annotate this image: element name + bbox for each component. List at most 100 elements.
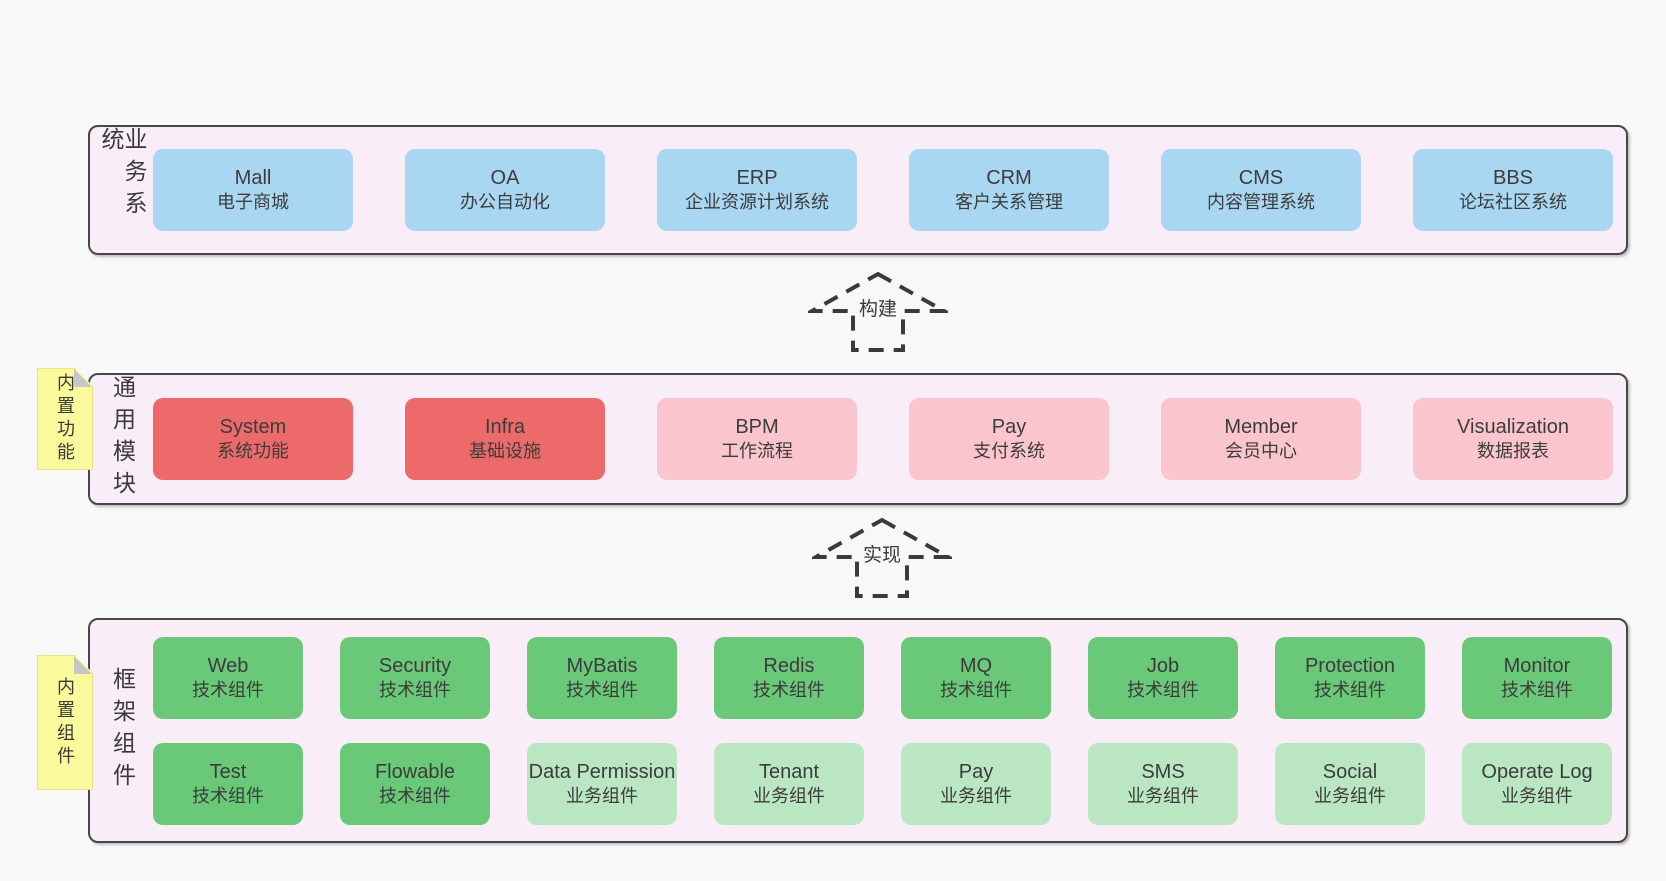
node-desc: 业务组件 [753, 785, 825, 806]
node-desc: 客户关系管理 [955, 192, 1063, 213]
arrow-implement-label: 实现 [859, 540, 905, 567]
node-visualization: Visualization 数据报表 [1413, 398, 1613, 480]
node-name: MyBatis [566, 654, 638, 677]
node-job: Job 技术组件 [1088, 636, 1238, 719]
node-desc: 业务组件 [1314, 785, 1386, 806]
layer-business-label: 业务系统 [98, 127, 147, 223]
node-name: BPM [735, 416, 779, 439]
node-test: Test 技术组件 [153, 742, 303, 825]
node-name: MQ [959, 654, 993, 677]
sticky-note-builtin-features: 内置功能 [37, 368, 93, 470]
node-bbs: BBS 论坛社区系统 [1413, 149, 1613, 231]
node-desc: 业务组件 [566, 785, 638, 806]
node-name: BBS [1492, 167, 1534, 190]
up-block-arrow-icon [808, 271, 948, 352]
node-name: Job [1146, 654, 1180, 677]
node-desc: 支付系统 [973, 441, 1045, 462]
node-desc: 电子商城 [217, 192, 289, 213]
node-desc: 技术组件 [1314, 679, 1386, 700]
node-desc: 技术组件 [379, 785, 451, 806]
node-pay-system: Pay 支付系统 [909, 398, 1109, 480]
node-desc: 技术组件 [192, 785, 264, 806]
node-desc: 技术组件 [1501, 679, 1573, 700]
node-desc: 业务组件 [940, 785, 1012, 806]
node-name: CMS [1238, 167, 1284, 190]
node-name: Pay [958, 760, 994, 783]
sticky-note-builtin-components: 内置组件 [37, 655, 93, 790]
node-tenant: Tenant 业务组件 [714, 742, 864, 825]
node-pay-component: Pay 业务组件 [901, 742, 1051, 825]
node-desc: 技术组件 [566, 679, 638, 700]
node-name: Protection [1304, 654, 1396, 677]
node-mybatis: MyBatis 技术组件 [527, 636, 677, 719]
node-mall: Mall 电子商城 [153, 149, 353, 231]
node-crm: CRM 客户关系管理 [909, 149, 1109, 231]
node-monitor: Monitor 技术组件 [1462, 636, 1612, 719]
node-name: CRM [986, 167, 1032, 190]
node-name: Redis [763, 654, 815, 677]
up-block-arrow-icon [812, 517, 952, 598]
node-desc: 系统功能 [217, 441, 289, 462]
node-name: Flowable [374, 760, 456, 783]
node-flowable: Flowable 技术组件 [340, 742, 490, 825]
node-sms: SMS 业务组件 [1088, 742, 1238, 825]
node-name: OA [490, 167, 520, 190]
node-desc: 论坛社区系统 [1459, 192, 1567, 213]
node-infra: Infra 基础设施 [405, 398, 605, 480]
layer-business-systems: 业务系统 Mall 电子商城 OA 办公自动化 ERP 企业资源计划系统 CRM [88, 125, 1628, 255]
node-name: SMS [1141, 760, 1185, 783]
node-desc: 数据报表 [1477, 441, 1549, 462]
framework-boxes: Web 技术组件 Security 技术组件 MyBatis 技术组件 Redi… [153, 620, 1626, 841]
node-name: Operate Log [1481, 760, 1593, 783]
arrow-build: 构建 [808, 271, 948, 353]
node-desc: 技术组件 [192, 679, 264, 700]
node-desc: 基础设施 [469, 441, 541, 462]
node-mq: MQ 技术组件 [901, 636, 1051, 719]
layer-framework-components: 框架组件 Web 技术组件 Security 技术组件 MyBatis 技术组件… [88, 618, 1628, 843]
node-desc: 技术组件 [940, 679, 1012, 700]
node-member: Member 会员中心 [1161, 398, 1361, 480]
node-name: Monitor [1503, 654, 1571, 677]
node-desc: 办公自动化 [460, 192, 550, 213]
node-name: Social [1322, 760, 1378, 783]
node-name: Tenant [758, 760, 820, 783]
node-desc: 企业资源计划系统 [685, 192, 829, 213]
layer-framework-label: 框架组件 [109, 666, 136, 795]
node-name: Web [207, 654, 249, 677]
module-boxes: System 系统功能 Infra 基础设施 BPM 工作流程 Pay 支付系统… [153, 375, 1626, 503]
node-protection: Protection 技术组件 [1275, 636, 1425, 719]
node-security: Security 技术组件 [340, 636, 490, 719]
node-cms: CMS 内容管理系统 [1161, 149, 1361, 231]
node-name: Security [378, 654, 452, 677]
node-name: Mall [234, 167, 272, 190]
node-desc: 技术组件 [753, 679, 825, 700]
node-name: Data Permission [528, 760, 676, 783]
business-boxes: Mall 电子商城 OA 办公自动化 ERP 企业资源计划系统 CRM 客户关系… [153, 127, 1626, 253]
node-name: Visualization [1457, 416, 1569, 439]
arrow-build-label: 构建 [855, 294, 901, 321]
node-name: Test [209, 760, 247, 783]
node-name: Infra [484, 416, 526, 439]
node-desc: 会员中心 [1225, 441, 1297, 462]
node-name: Member [1224, 416, 1298, 439]
node-system: System 系统功能 [153, 398, 353, 480]
node-name: ERP [736, 167, 778, 190]
node-erp: ERP 企业资源计划系统 [657, 149, 857, 231]
layer-common-modules: 通用模块 System 系统功能 Infra 基础设施 BPM 工作流程 Pay [88, 373, 1628, 505]
node-desc: 业务组件 [1501, 785, 1573, 806]
node-web: Web 技术组件 [153, 636, 303, 719]
node-desc: 技术组件 [1127, 679, 1199, 700]
node-social: Social 业务组件 [1275, 742, 1425, 825]
node-desc: 业务组件 [1127, 785, 1199, 806]
node-operate-log: Operate Log 业务组件 [1462, 742, 1612, 825]
node-name: System [219, 416, 287, 439]
node-desc: 工作流程 [721, 441, 793, 462]
arrow-implement: 实现 [812, 517, 952, 599]
layer-modules-label: 通用模块 [109, 375, 136, 503]
node-desc: 技术组件 [379, 679, 451, 700]
node-oa: OA 办公自动化 [405, 149, 605, 231]
node-desc: 内容管理系统 [1207, 192, 1315, 213]
node-data-permission: Data Permission 业务组件 [527, 742, 677, 825]
node-redis: Redis 技术组件 [714, 636, 864, 719]
